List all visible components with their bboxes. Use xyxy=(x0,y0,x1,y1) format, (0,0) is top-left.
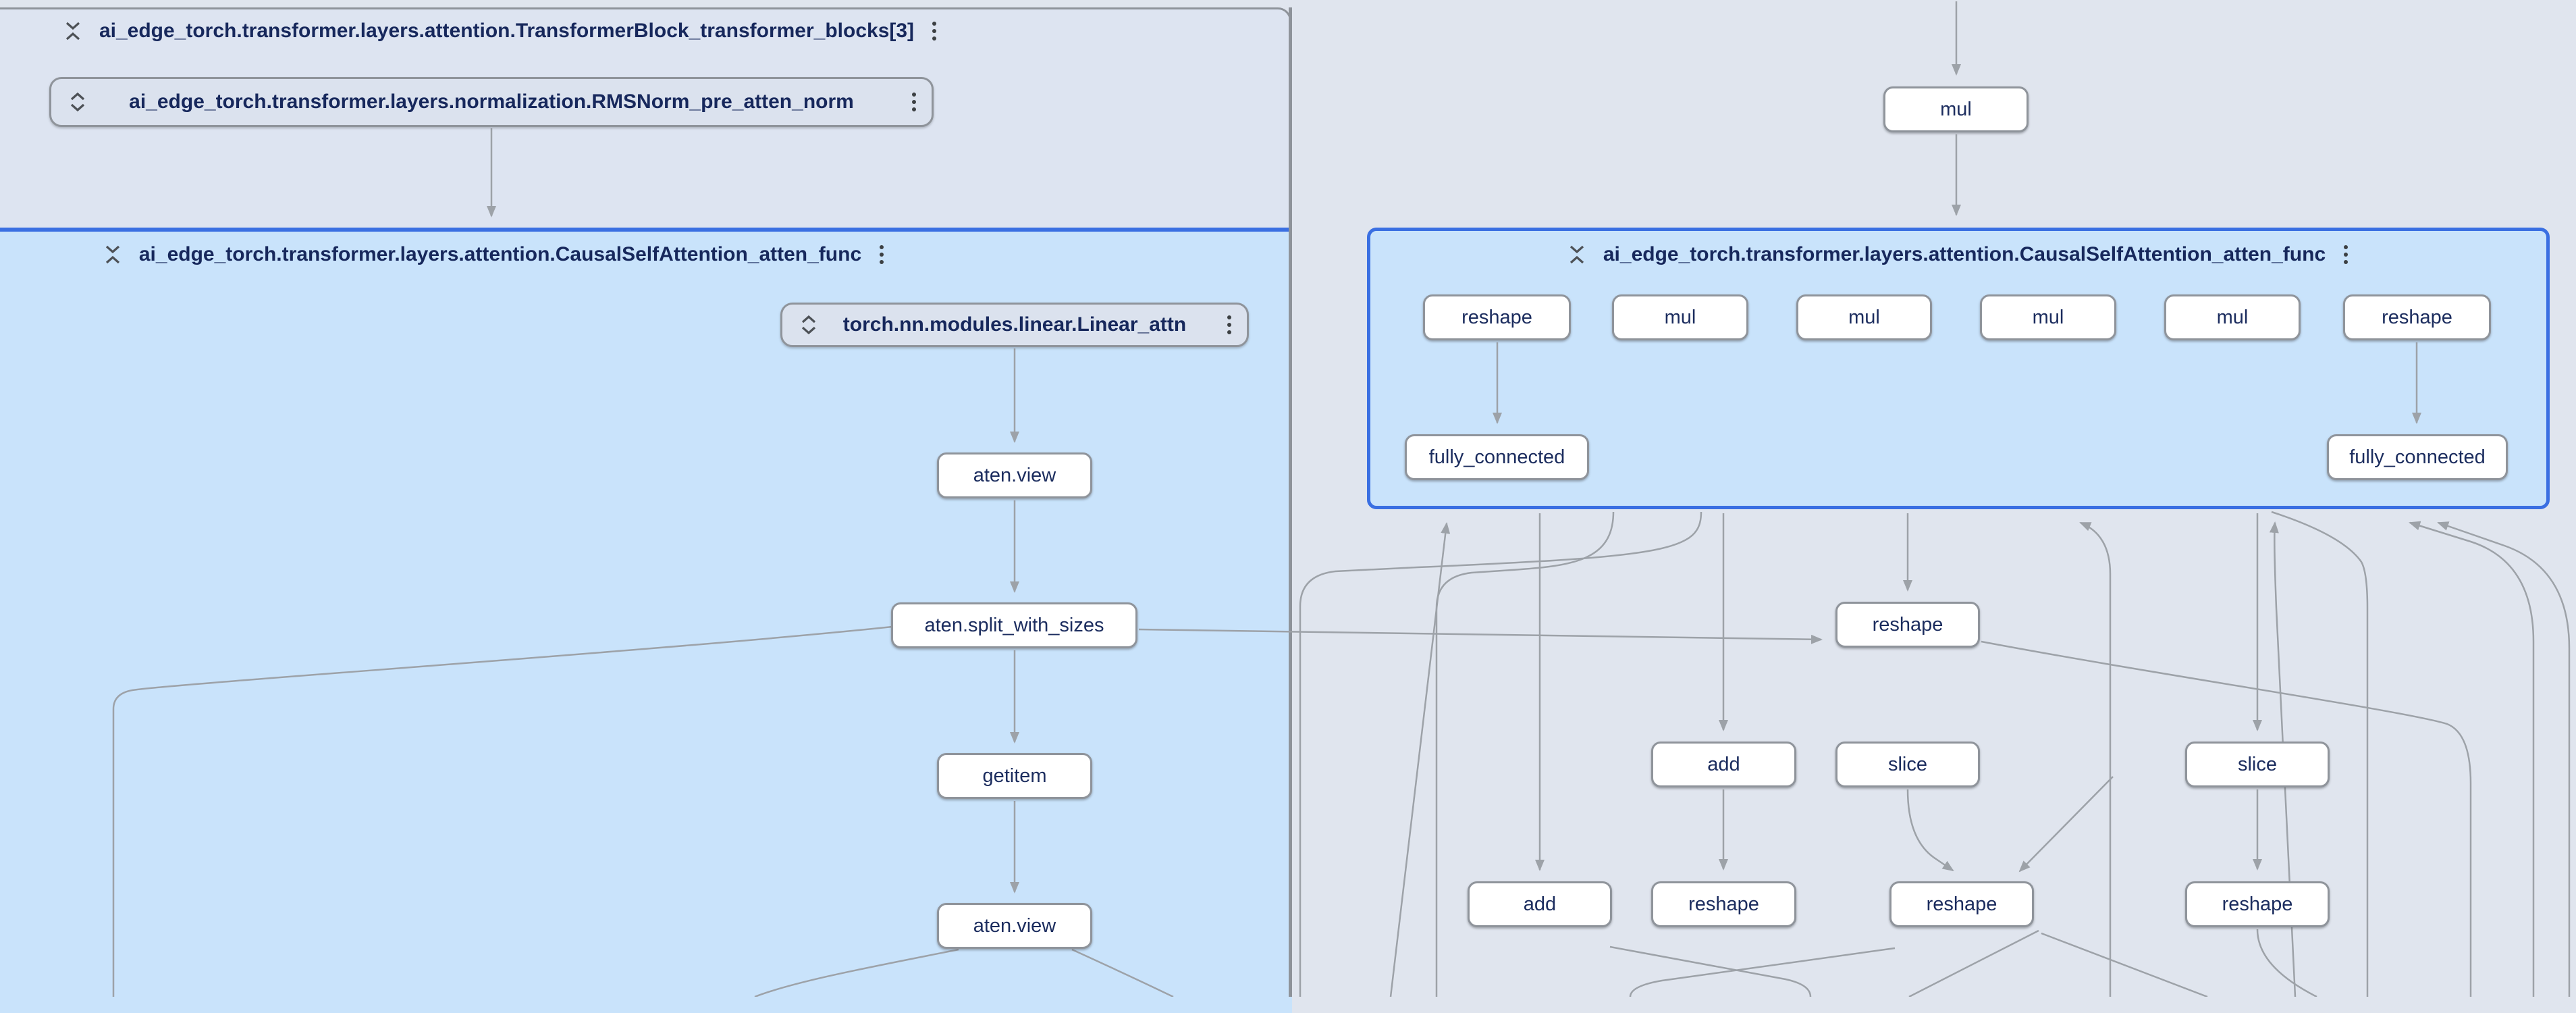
overflow-menu-icon[interactable] xyxy=(2343,244,2349,265)
node-attn-mul-3[interactable]: mul xyxy=(1980,294,2116,340)
node-label: add xyxy=(1707,753,1740,775)
node-label: reshape xyxy=(1872,613,1943,635)
node-below-add-2[interactable]: add xyxy=(1468,881,1612,927)
overflow-menu-icon[interactable] xyxy=(911,91,917,113)
node-label: reshape xyxy=(2222,893,2293,915)
node-mul-top[interactable]: mul xyxy=(1883,86,2029,132)
node-getitem[interactable]: getitem xyxy=(937,753,1092,799)
node-label: mul xyxy=(2216,306,2249,328)
node-fully-connected-left[interactable]: fully_connected xyxy=(1405,434,1589,480)
node-aten-view-2[interactable]: aten.view xyxy=(937,903,1092,949)
node-aten-split[interactable]: aten.split_with_sizes xyxy=(891,602,1137,648)
node-attn-mul-2[interactable]: mul xyxy=(1796,294,1932,340)
node-label: mul xyxy=(1848,306,1880,328)
collapsed-group-linear-attn[interactable]: torch.nn.modules.linear.Linear_attn xyxy=(780,303,1249,347)
node-label: add xyxy=(1523,893,1557,915)
graph-edges xyxy=(112,1,2571,997)
node-below-slice-1[interactable]: slice xyxy=(1835,742,1980,787)
node-fully-connected-right[interactable]: fully_connected xyxy=(2327,434,2508,480)
node-below-slice-2[interactable]: slice xyxy=(2185,742,2330,787)
group-header-transformer-block[interactable]: ai_edge_torch.transformer.layers.attenti… xyxy=(0,16,1291,46)
node-label: reshape xyxy=(1926,893,1997,915)
group-title: ai_edge_torch.transformer.layers.attenti… xyxy=(99,20,915,42)
node-below-reshape-d[interactable]: reshape xyxy=(2185,881,2330,927)
node-attn-reshape-2[interactable]: reshape xyxy=(2343,294,2491,340)
collapsed-group-label: torch.nn.modules.linear.Linear_attn xyxy=(842,313,1187,336)
expand-icon[interactable] xyxy=(69,92,86,112)
node-label: aten.split_with_sizes xyxy=(924,614,1104,636)
node-label: reshape xyxy=(1461,306,1532,328)
node-label: fully_connected xyxy=(1428,446,1565,468)
node-label: fully_connected xyxy=(2349,446,2486,468)
overflow-menu-icon[interactable] xyxy=(1227,314,1232,336)
node-label: getitem xyxy=(982,764,1047,787)
node-below-add-1[interactable]: add xyxy=(1651,742,1796,787)
group-header-causal-self-attention-left[interactable]: ai_edge_torch.transformer.layers.attenti… xyxy=(0,240,1292,269)
group-title: ai_edge_torch.transformer.layers.attenti… xyxy=(138,243,862,265)
group-header-causal-self-attention-right[interactable]: ai_edge_torch.transformer.layers.attenti… xyxy=(1367,240,2550,269)
overflow-menu-icon[interactable] xyxy=(932,20,937,42)
node-below-reshape-a[interactable]: reshape xyxy=(1835,602,1980,648)
node-label: aten.view xyxy=(973,914,1056,937)
node-below-reshape-b[interactable]: reshape xyxy=(1651,881,1796,927)
node-attn-mul-4[interactable]: mul xyxy=(2164,294,2301,340)
group-title: ai_edge_torch.transformer.layers.attenti… xyxy=(1603,243,2326,265)
collapsed-group-rms-norm[interactable]: ai_edge_torch.transformer.layers.normali… xyxy=(49,77,934,127)
node-label: mul xyxy=(1664,306,1696,328)
collapse-icon[interactable] xyxy=(104,244,122,265)
node-attn-mul-1[interactable]: mul xyxy=(1612,294,1748,340)
group-border-divider xyxy=(1289,7,1292,997)
node-label: slice xyxy=(1887,753,1927,775)
node-attn-reshape-1[interactable]: reshape xyxy=(1423,294,1571,340)
node-below-reshape-c[interactable]: reshape xyxy=(1889,881,2034,927)
collapse-icon[interactable] xyxy=(1568,244,1586,265)
node-label: reshape xyxy=(1688,893,1759,915)
collapsed-group-label: ai_edge_torch.transformer.layers.normali… xyxy=(129,90,854,113)
node-label: mul xyxy=(2032,306,2064,328)
expand-icon[interactable] xyxy=(800,315,817,335)
node-label: mul xyxy=(1940,98,1972,120)
collapse-icon[interactable] xyxy=(64,21,82,41)
node-label: slice xyxy=(2237,753,2277,775)
node-aten-view-1[interactable]: aten.view xyxy=(937,452,1092,498)
overflow-menu-icon[interactable] xyxy=(879,244,884,265)
node-label: reshape xyxy=(2382,306,2452,328)
node-label: aten.view xyxy=(973,464,1056,486)
